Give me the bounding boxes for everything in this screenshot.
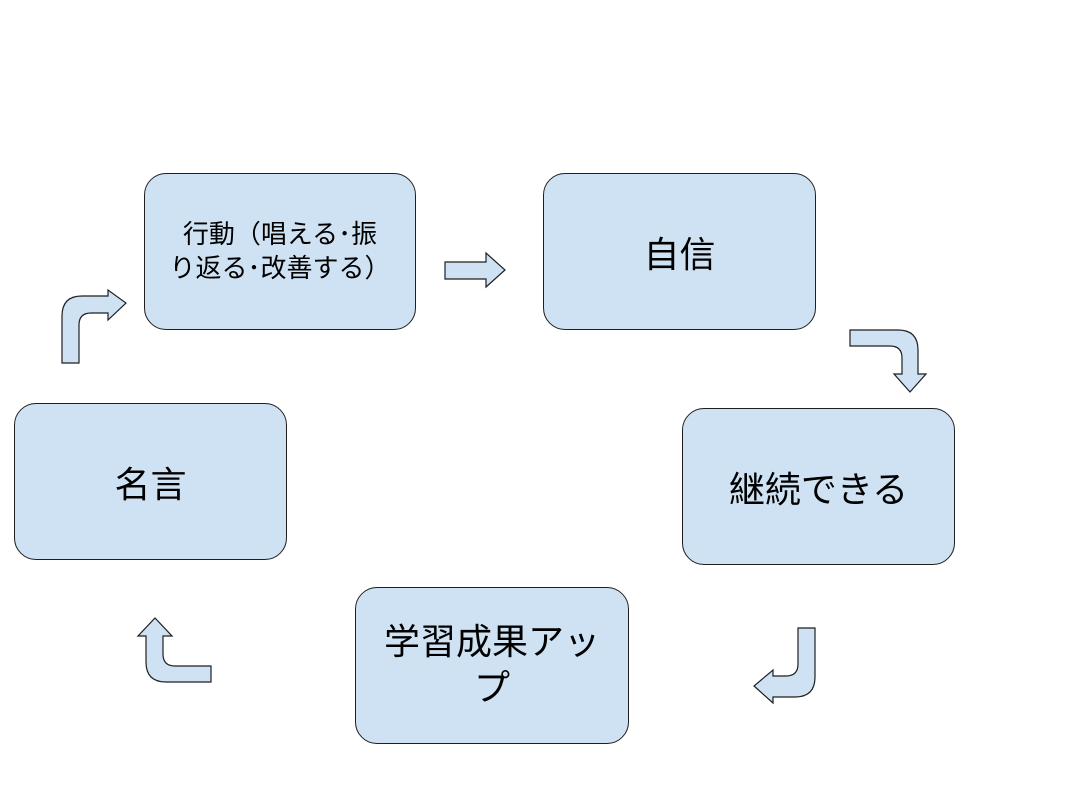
node-continue-label: 継続できる	[728, 469, 909, 511]
arrow-action-to-confidence	[444, 251, 506, 289]
node-results-label: 学習成果アッ プ	[383, 621, 600, 709]
node-confidence: 自信	[543, 173, 816, 330]
arrow-confidence-to-continue	[849, 329, 928, 393]
arrow-continue-to-results	[753, 627, 816, 705]
arrow-quote-to-action	[61, 288, 127, 364]
arrow-results-to-quote	[136, 617, 212, 683]
node-continue: 継続できる	[682, 408, 955, 565]
node-action-label: 行動（唱える･振 り返る･改善する）	[169, 219, 391, 284]
node-confidence-label: 自信	[643, 234, 716, 276]
node-quote-label: 名言	[114, 464, 187, 506]
node-results: 学習成果アッ プ	[355, 587, 629, 744]
node-quote: 名言	[14, 403, 287, 560]
node-action: 行動（唱える･振 り返る･改善する）	[144, 173, 416, 330]
